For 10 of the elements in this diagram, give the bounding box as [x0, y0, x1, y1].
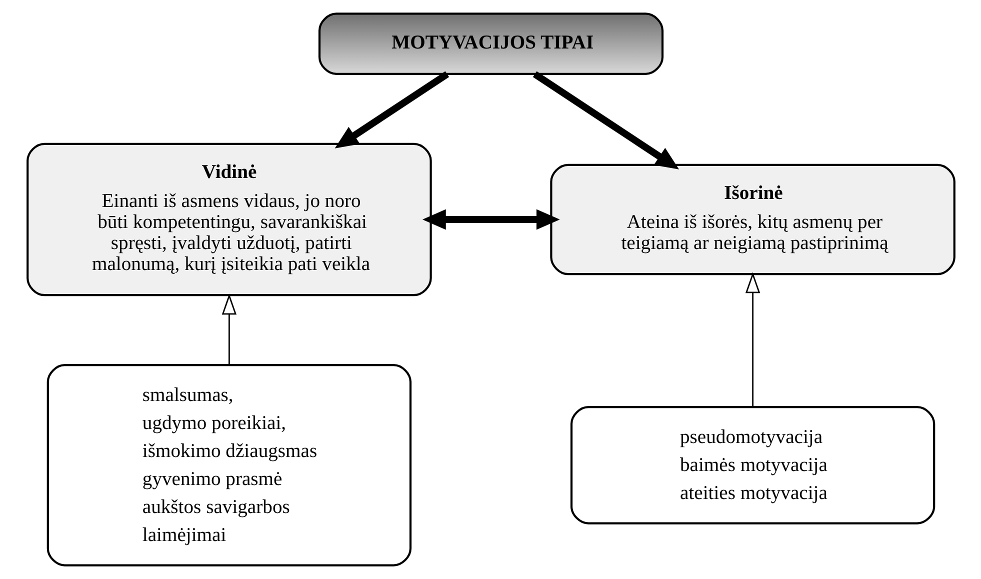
node-box: Vidinė Einanti iš asmens vidaus, jo noro būti kompetentingu, savarankiškai spręsti, įvaldyti užduotį, patirti malonumą, kurį įsiteikia pati veikla — [26, 142, 432, 296]
node-box: Išorinė Ateina iš išorės, kitų asmenų per teigiamą ar neigiamą pastiprinimą — [550, 164, 955, 276]
arrow — [422, 209, 560, 230]
arrow — [744, 272, 760, 407]
node-box: pseudomotyvacija baimės motyvacija ateities motyvacija — [570, 406, 935, 524]
node-box: MOTYVACIJOS TIPAI — [318, 12, 664, 75]
arrow — [221, 294, 236, 366]
arrow — [334, 71, 449, 148]
arrow — [532, 71, 679, 170]
node-box: smalsumas, ugdymo poreikiai, išmokimo džiaugsmas gyvenimo prasmė aukštos savigarbos laimėjimai — [46, 364, 412, 566]
